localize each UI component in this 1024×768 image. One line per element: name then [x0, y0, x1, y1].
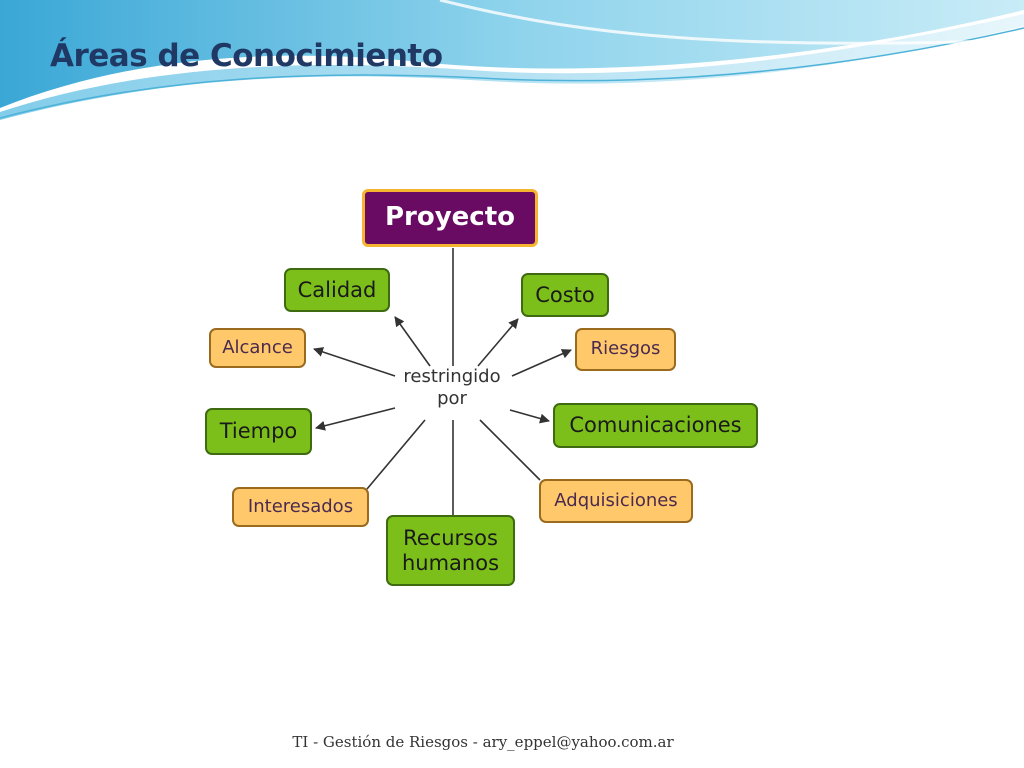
- arrow-costo: [477, 318, 519, 367]
- hub-label-line2: por: [437, 387, 467, 409]
- node-tiempo: Tiempo: [205, 408, 312, 455]
- node-proyecto: Proyecto: [362, 189, 538, 247]
- node-calidad: Calidad: [284, 268, 390, 312]
- hub-label-line1: restringido: [403, 366, 501, 387]
- slide-title: Áreas de Conocimiento: [50, 38, 443, 74]
- node-interesados: Interesados: [232, 487, 369, 527]
- node-recursos-line1: Recursos: [403, 526, 498, 551]
- node-recursos-line2: humanos: [401, 550, 500, 575]
- arrow-alcance: [313, 347, 396, 377]
- arrow-tiempo: [315, 407, 396, 431]
- connector-adquisiciones: [479, 419, 541, 481]
- node-alcance: Alcance: [209, 328, 306, 368]
- arrow-comunicaciones: [509, 409, 550, 424]
- node-adquisiciones: Adquisiciones: [539, 479, 693, 523]
- node-riesgos: Riesgos: [575, 328, 676, 371]
- arrow-calidad: [394, 316, 431, 367]
- node-costo: Costo: [521, 273, 609, 317]
- hub-label: restringido por: [392, 366, 512, 409]
- connector-interesados: [366, 419, 426, 490]
- header-wave-decoration: [0, 0, 1024, 120]
- slide-footer: TI - Gestión de Riesgos - ary_eppel@yaho…: [292, 733, 674, 751]
- node-comunicaciones: Comunicaciones: [553, 403, 758, 448]
- arrow-riesgos: [511, 349, 572, 377]
- node-recursos-humanos: Recursos humanos: [386, 515, 515, 586]
